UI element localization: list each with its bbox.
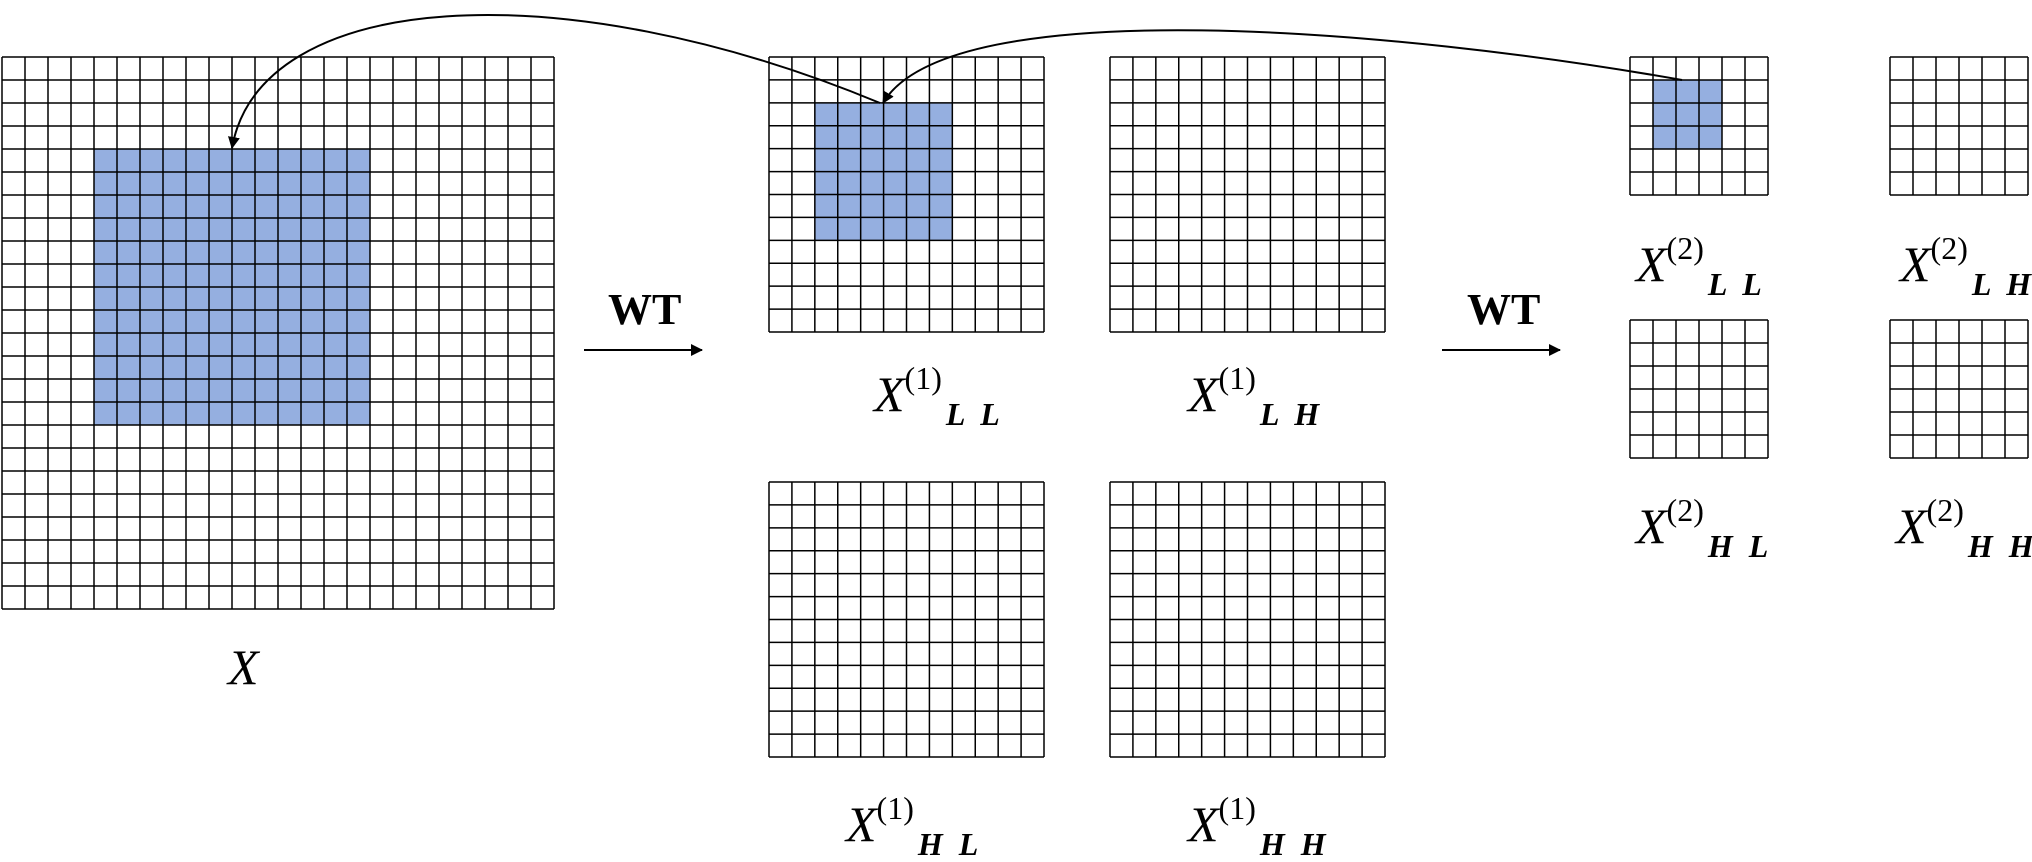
label-x1-hl-base: X: [846, 796, 877, 852]
label-x2-ll: X(2)L L: [1636, 232, 1766, 300]
grid-lines-x1-lh: [1109, 56, 1386, 333]
label-x: X: [228, 642, 259, 692]
label-x2-ll-sup: (2): [1666, 230, 1704, 266]
label-x2-hl: X(2)H L: [1636, 494, 1772, 562]
wt-label-1: WT: [608, 285, 682, 334]
label-x1-hh-sub: H H: [1259, 826, 1330, 862]
label-x2-ll-base: X: [1636, 236, 1667, 292]
grid-x2-lh: [1889, 56, 2029, 196]
grid-lines-x2-ll: [1629, 56, 1769, 196]
grid-lines-x2-lh: [1889, 56, 2029, 196]
label-x1-lh: X(1)L H: [1188, 362, 1323, 430]
label-x1-hh: X(1)H H: [1188, 792, 1330, 860]
label-x2-hh: X(2)H H: [1896, 494, 2032, 562]
label-x-base: X: [228, 639, 259, 695]
label-x2-hh-sub: H H: [1967, 528, 2032, 564]
wt-label-2: WT: [1467, 285, 1541, 334]
label-x1-ll: X(1)L L: [874, 362, 1004, 430]
label-x2-hl-base: X: [1636, 498, 1667, 554]
grid-lines-x1-hl: [768, 481, 1045, 758]
label-x1-hh-sup: (1): [1218, 790, 1256, 826]
grid-x1-lh: [1109, 56, 1386, 333]
label-x2-hl-sub: H L: [1707, 528, 1773, 564]
grid-x: [1, 56, 555, 610]
curved-arrow-ll2-to-ll1: [882, 29, 1683, 104]
label-x1-ll-sub: L L: [945, 396, 1004, 432]
grid-lines-x2-hh: [1889, 319, 2029, 459]
grid-x2-ll: [1629, 56, 1769, 196]
label-x1-hl-sub: H L: [917, 826, 983, 862]
label-x2-hl-sup: (2): [1666, 492, 1704, 528]
label-x1-ll-sup: (1): [904, 360, 942, 396]
curved-arrow-ll1-to-x: [228, 14, 881, 149]
label-x1-lh-sub: L H: [1259, 396, 1324, 432]
label-x2-ll-sub: L L: [1707, 266, 1766, 302]
label-x2-hh-base: X: [1896, 498, 1927, 554]
wavelet-decomposition-diagram: [1, 14, 2029, 758]
label-x2-lh-sub: L H: [1971, 266, 2032, 302]
grid-lines-x1-ll: [768, 56, 1045, 333]
grids-layer: [1, 56, 2029, 758]
grid-x1-hl: [768, 481, 1045, 758]
grid-lines-x1-hh: [1109, 481, 1386, 758]
label-x1-lh-base: X: [1188, 366, 1219, 422]
arrows-layer: [228, 14, 1683, 356]
label-x2-lh-base: X: [1900, 236, 1931, 292]
label-x1-hl: X(1)H L: [846, 792, 982, 860]
grid-lines-x: [1, 56, 555, 610]
label-x2-lh: X(2)L H: [1900, 232, 2032, 300]
grid-x2-hl: [1629, 319, 1769, 459]
label-x2-hh-sup: (2): [1926, 492, 1964, 528]
grid-lines-x2-hl: [1629, 319, 1769, 459]
grid-x1-ll: [768, 56, 1045, 333]
label-x1-lh-sup: (1): [1218, 360, 1256, 396]
label-x1-hl-sup: (1): [876, 790, 914, 826]
highlight-region-x2-ll: [1653, 80, 1722, 149]
grid-x2-hh: [1889, 319, 2029, 459]
label-x1-ll-base: X: [874, 366, 905, 422]
label-x1-hh-base: X: [1188, 796, 1219, 852]
grid-x1-hh: [1109, 481, 1386, 758]
label-x2-lh-sup: (2): [1930, 230, 1968, 266]
